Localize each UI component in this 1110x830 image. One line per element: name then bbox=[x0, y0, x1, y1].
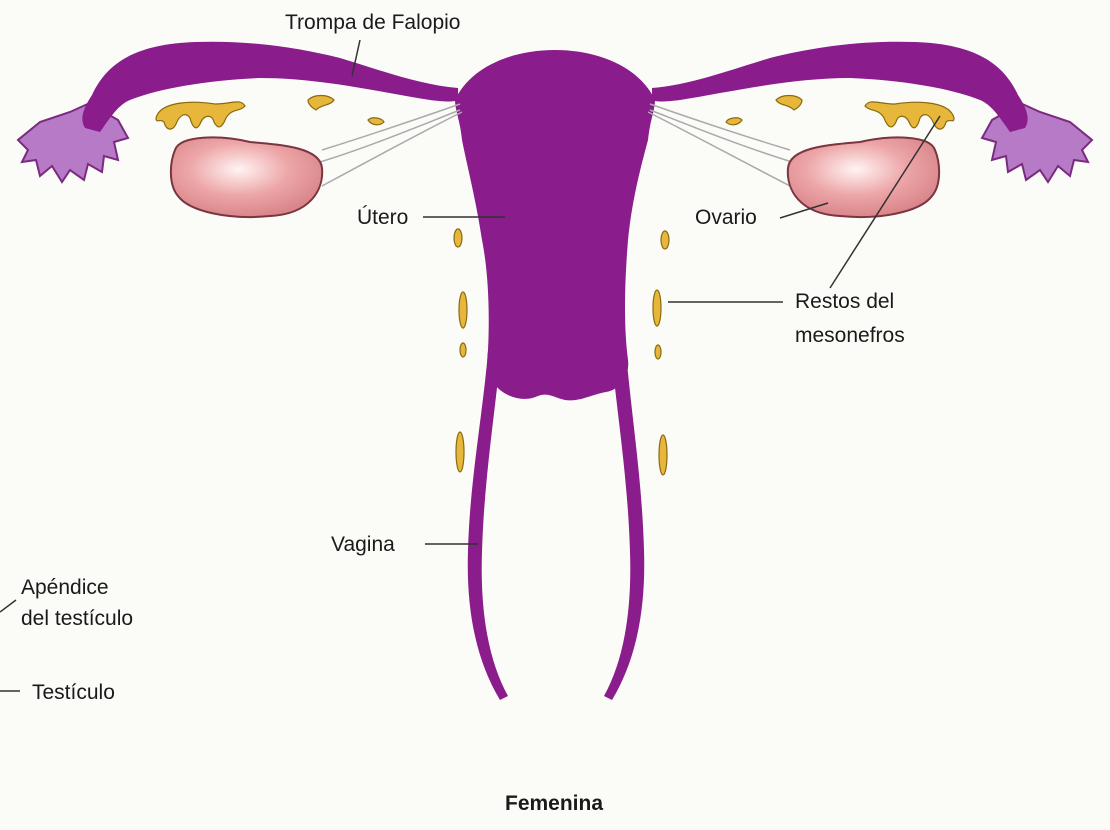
vagina-right-wall bbox=[604, 352, 644, 700]
label-testiculo: Testículo bbox=[32, 680, 115, 706]
right-ovary bbox=[788, 137, 939, 217]
right-fallopian-tube bbox=[652, 42, 1028, 132]
label-apendice-line-1: Apéndice bbox=[21, 575, 109, 601]
left-ovary bbox=[171, 137, 322, 217]
label-vagina: Vagina bbox=[331, 532, 395, 558]
label-restos-line-1: Restos del bbox=[795, 289, 894, 315]
label-restos-line-2: mesonefros bbox=[795, 323, 905, 349]
vagina-left-wall bbox=[468, 352, 508, 700]
label-ovario: Ovario bbox=[695, 205, 757, 231]
diagram-title: Femenina bbox=[505, 791, 603, 817]
label-utero: Útero bbox=[357, 205, 408, 231]
uterus bbox=[455, 50, 655, 400]
label-apendice-line-2: del testículo bbox=[21, 606, 133, 632]
left-fallopian-tube bbox=[82, 42, 458, 132]
label-trompa-de-falopio: Trompa de Falopio bbox=[285, 10, 460, 36]
